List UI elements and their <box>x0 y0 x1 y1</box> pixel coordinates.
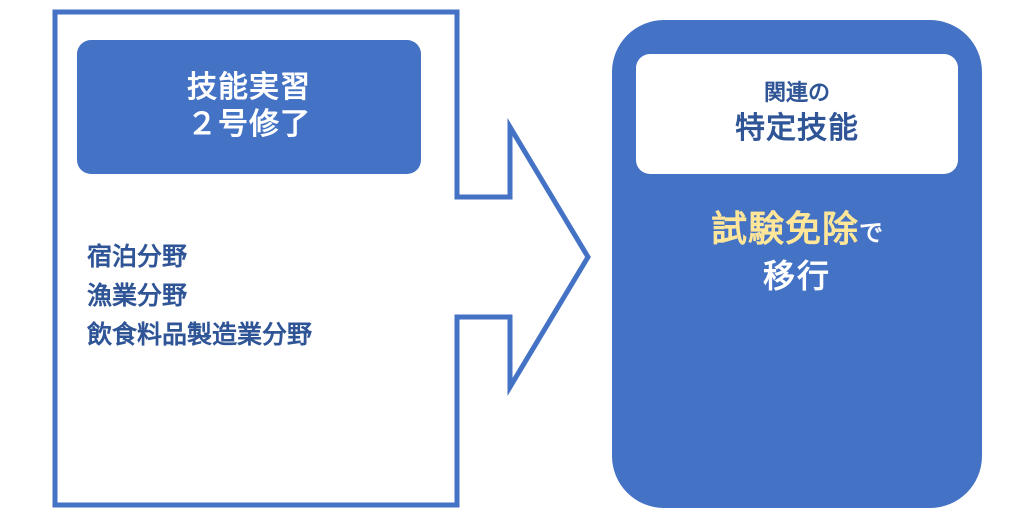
source-status-badge: 技能実習 ２号修了 <box>77 40 421 174</box>
target-body-line2: 移行 <box>762 256 831 295</box>
field-item: 飲食料品製造業分野 <box>87 319 313 349</box>
field-item: 宿泊分野 <box>87 242 188 271</box>
source-badge-line2: ２号修了 <box>187 107 311 142</box>
field-list: 宿泊分野 漁業分野 飲食料品製造業分野 <box>87 238 312 354</box>
source-badge-line1: 技能実習 <box>187 70 311 106</box>
field-item: 漁業分野 <box>87 280 188 310</box>
exam-exemption-highlight: 試験免除 <box>710 209 859 250</box>
target-header-line2: 特定技能 <box>735 110 859 146</box>
target-header-line1: 関連の <box>763 81 830 107</box>
target-body-line1: 試験免除で <box>612 206 982 255</box>
target-body: 試験免除で 移行 <box>612 206 982 298</box>
target-suffix: で <box>859 219 883 247</box>
target-header: 関連の 特定技能 <box>636 54 958 174</box>
target-card: 関連の 特定技能 試験免除で 移行 <box>612 20 982 508</box>
